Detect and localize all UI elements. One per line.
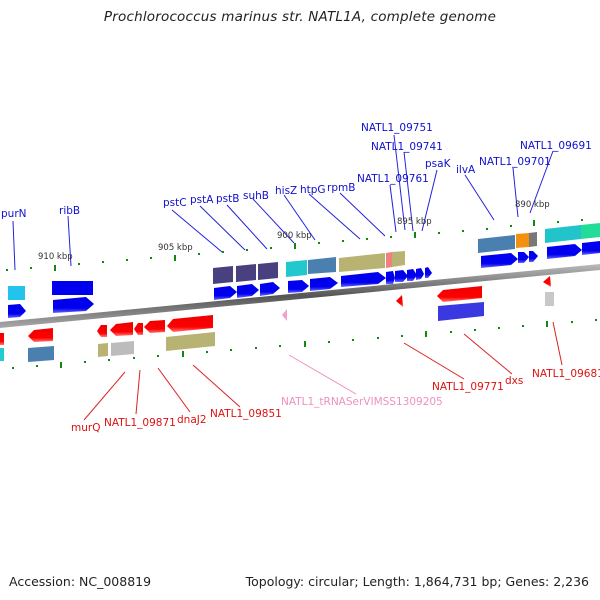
scale-tick-905: 905 kbp [158,243,193,253]
feature-block [28,346,54,362]
feature-block [8,286,25,300]
gene-label-dnaJ2[interactable]: dnaJ2 [177,414,207,426]
reverse-feature-blocks [0,292,554,362]
gene-label-ilvA[interactable]: ilvA [456,164,476,176]
feature-block [386,252,392,268]
feature-block [98,343,108,357]
feature-block [529,232,537,247]
gene-label-pstC[interactable]: pstC [163,197,187,209]
forward-leader-lines [12,134,554,271]
gene-label-NATL1_09871[interactable]: NATL1_09871 [104,417,176,429]
gene-label-NATL1_09751[interactable]: NATL1_09751 [361,122,433,134]
feature-block [581,223,600,239]
gene-label-dxs[interactable]: dxs [505,375,523,387]
gene-label-rpmB[interactable]: rpmB [327,182,355,194]
gene-label-NATL1_09741[interactable]: NATL1_09741 [371,141,443,153]
forward-feature-blocks [8,223,600,300]
reverse-ruler [12,319,597,369]
gene-label-NATL1_09761[interactable]: NATL1_09761 [357,173,429,185]
feature-block [258,262,278,280]
forward-ruler [6,219,583,271]
feature-block [213,266,233,284]
gene-label-ribB[interactable]: ribB [59,205,80,217]
feature-block [166,332,215,351]
gene-label-pstA[interactable]: pstA [190,194,214,206]
gene-label-murQ[interactable]: murQ [71,422,100,434]
genome-summary-text: Topology: circular; Length: 1,864,731 bp… [245,574,589,589]
accession-text: Accession: NC_008819 [9,574,152,589]
feature-block [111,341,134,356]
gene-label-NATL1_09691[interactable]: NATL1_09691 [520,140,592,152]
feature-block [286,260,307,277]
scale-tick-900: 900 kbp [277,231,312,241]
gene-label-NATL1_09771[interactable]: NATL1_09771 [432,381,504,393]
gene-label-trna[interactable]: NATL1_tRNASerVIMSS1309205 [281,396,443,408]
scale-tick-890: 890 kbp [515,200,550,210]
gene-label-NATL1_09681[interactable]: NATL1_09681 [532,368,600,380]
gene-label-purN[interactable]: purN [1,208,27,220]
gene-label-htpG[interactable]: htpG [300,184,326,196]
feature-block [545,225,581,243]
genome-backbone [0,264,600,328]
gene-label-hisZ[interactable]: hisZ [275,185,297,197]
feature-block [392,251,405,267]
gene-label-NATL1_09701[interactable]: NATL1_09701 [479,156,551,168]
scale-tick-910: 910 kbp [38,252,73,262]
feature-block [236,264,256,282]
feature-block [545,292,554,306]
gene-label-pstB[interactable]: pstB [216,193,239,205]
trna-leader-line [288,354,357,395]
gene-label-psaK[interactable]: psaK [425,158,452,170]
gene-label-suhB[interactable]: suhB [243,190,269,202]
feature-block [516,233,529,248]
forward-gene-arrows [8,241,600,318]
reverse-leader-lines [83,321,563,421]
feature-block [0,348,4,361]
feature-block [339,253,385,272]
feature-block [308,257,336,274]
gene-label-NATL1_09851[interactable]: NATL1_09851 [210,408,282,420]
genome-title: Prochlorococcus marinus str. NATL1A, com… [103,9,497,25]
feature-block [478,235,515,253]
feature-block [52,281,93,295]
reverse-gene-arrows [0,276,551,345]
feature-block [438,302,484,321]
trna-feature [282,309,287,321]
scale-tick-895: 895 kbp [397,217,432,227]
